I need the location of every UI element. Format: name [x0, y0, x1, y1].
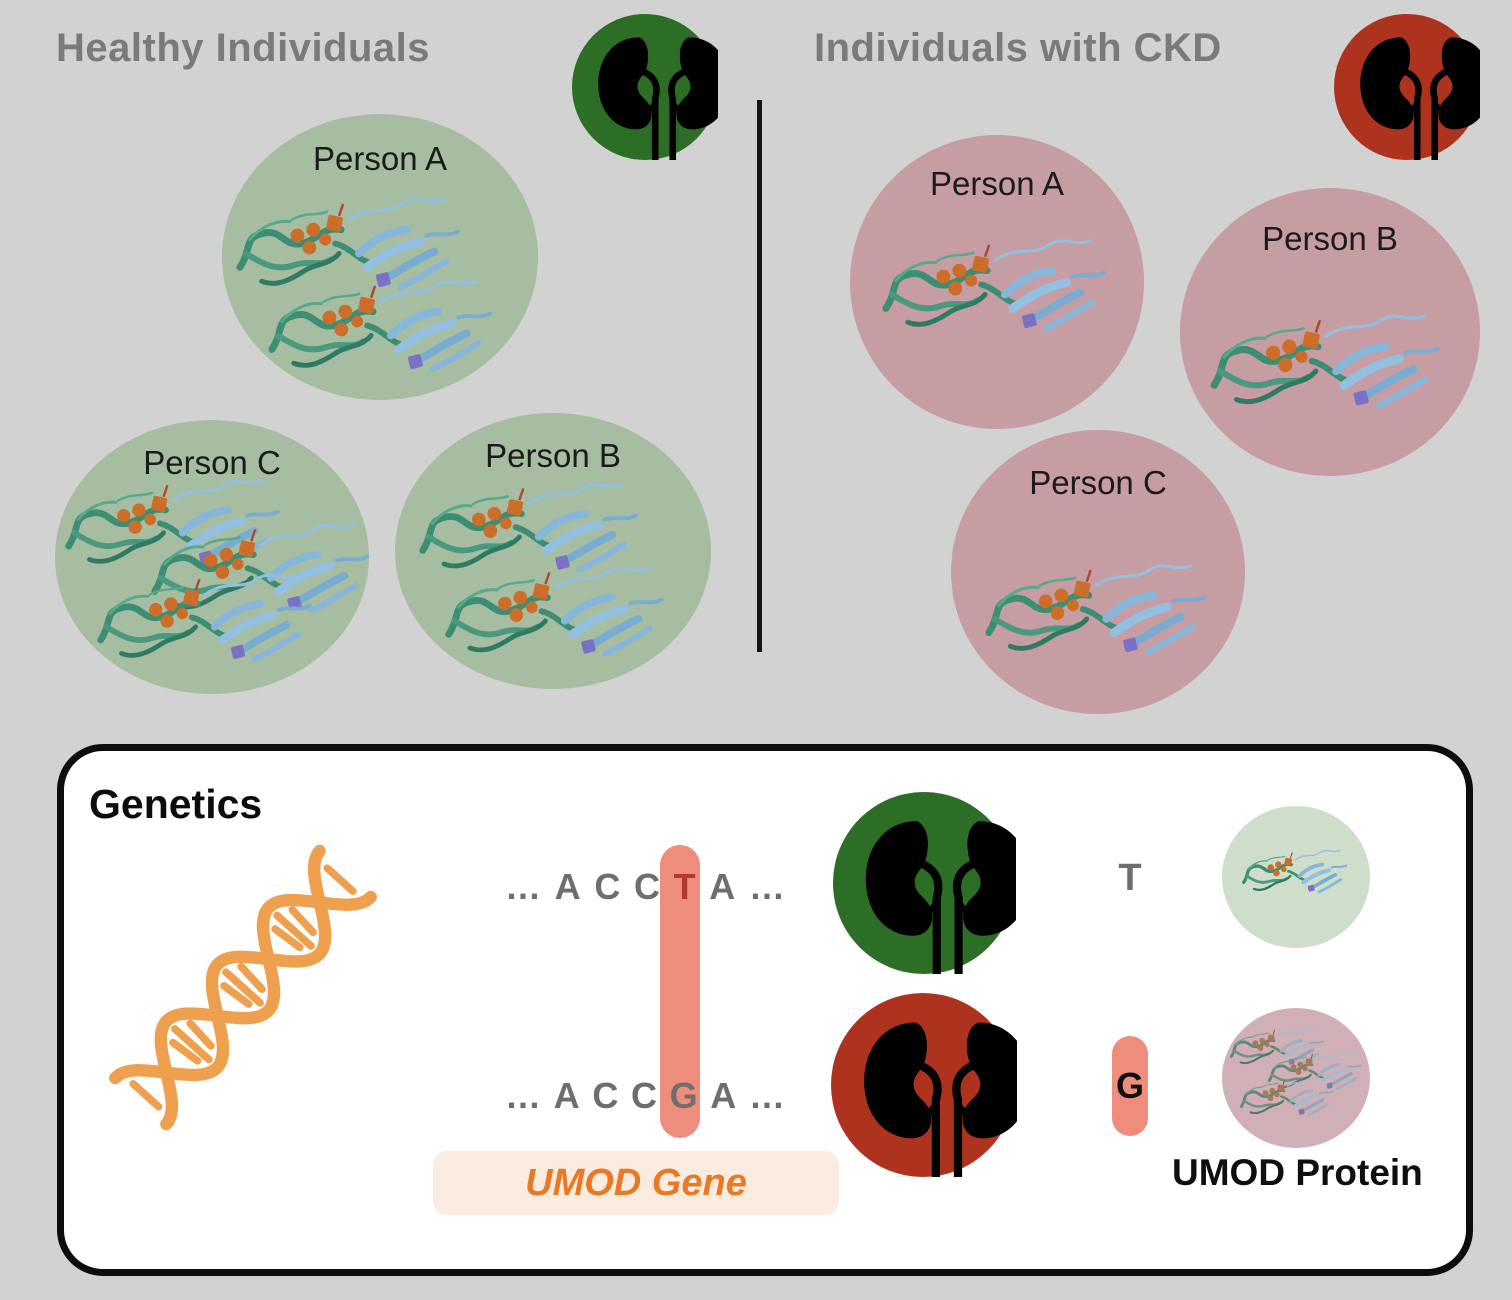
person-label: Person A [930, 165, 1064, 202]
seq-base: A [710, 1075, 737, 1116]
allele-g-pill: G [1112, 1036, 1148, 1136]
healthy-protein-level-circle [1222, 806, 1370, 948]
seq-dots: … [748, 866, 785, 907]
genetics-title: Genetics [89, 781, 263, 827]
seq-base: C [633, 866, 660, 907]
healthy-person-b-circle: Person B [395, 413, 711, 689]
seq-base: A [554, 866, 581, 907]
healthy-person-c-circle: Person C [55, 420, 369, 694]
allele-t-label: T [1118, 857, 1142, 899]
healthy-person-a-circle: Person A [222, 114, 538, 400]
genetics-panel: Genetics [57, 744, 1473, 1276]
seq-base: A [553, 1075, 580, 1116]
healthy-kidney-icon [572, 14, 718, 160]
umod-protein-icon [1240, 846, 1352, 902]
umod-protein-icon [1239, 1076, 1335, 1117]
seq-base: A [709, 866, 736, 907]
umod-gene-chip: UMOD Gene [433, 1151, 839, 1215]
ckd-section-title: Individuals with CKD [814, 26, 1222, 70]
ckd-kidney-icon [1334, 14, 1480, 160]
seq-variant-base: T [673, 866, 696, 907]
umod-protein-icon [93, 566, 321, 680]
healthy-section-title: Healthy Individuals [56, 26, 431, 70]
person-label: Person B [1262, 220, 1398, 257]
person-label: Person C [143, 444, 281, 481]
seq-variant-base: G [669, 1075, 698, 1116]
umod-protein-icon [878, 231, 1116, 350]
seq-base: C [592, 1075, 619, 1116]
variant-highlight-bar [660, 845, 700, 1138]
genetics-healthy-kidney-icon [833, 792, 1016, 974]
umod-protein-label: UMOD Protein [1172, 1152, 1423, 1193]
umod-gene-label: UMOD Gene [525, 1162, 747, 1204]
umod-protein-icon [1206, 306, 1450, 428]
umod-protein-icon [981, 556, 1216, 674]
section-divider-line [757, 100, 762, 652]
person-label: Person A [313, 140, 447, 177]
umod-protein-icon [264, 272, 502, 391]
person-label: Person C [1029, 464, 1167, 501]
seq-dots: … [505, 1075, 541, 1116]
ckd-protein-level-circle [1222, 1008, 1370, 1148]
ckd-person-a-circle: Person A [850, 135, 1144, 429]
genetics-ckd-kidney-icon [831, 993, 1017, 1177]
umod-protein-icon [441, 559, 673, 675]
seq-base: C [594, 866, 621, 907]
allele-g-label: G [1115, 1065, 1144, 1106]
ckd-person-c-circle: Person C [951, 430, 1245, 714]
dna-icon [109, 844, 377, 1131]
sequence-ckd: … A C C G A … [505, 1075, 785, 1117]
ckd-person-b-circle: Person B [1180, 188, 1480, 476]
seq-base: C [630, 1075, 657, 1116]
person-label: Person B [485, 437, 621, 474]
seq-dots: … [505, 866, 541, 907]
seq-dots: … [748, 1075, 785, 1116]
sequence-healthy: … A C C T A … [505, 866, 785, 908]
